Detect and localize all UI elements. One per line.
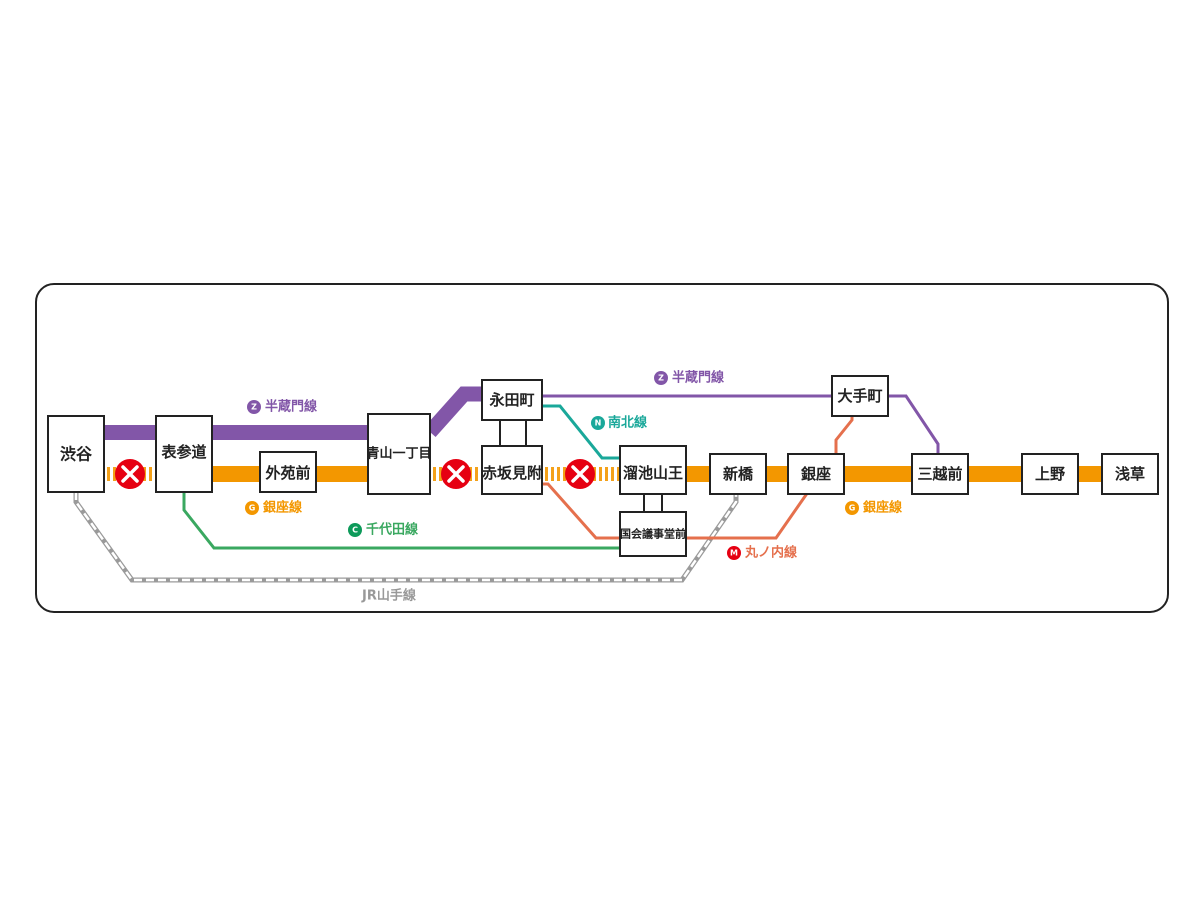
station-mitsukoshimae[interactable]: 三越前 (911, 453, 969, 495)
line-badge-icon (348, 523, 362, 537)
svg-text:新橋: 新橋 (723, 465, 754, 483)
station-omotesando[interactable]: 表参道 (155, 415, 213, 493)
svg-text:銀座線: 銀座線 (863, 500, 903, 516)
svg-text:浅草: 浅草 (1115, 465, 1145, 483)
label-ginza-2: G 銀座線 (845, 500, 903, 516)
station-shimbashi[interactable]: 新橋 (709, 453, 767, 495)
svg-text:表参道: 表参道 (161, 443, 206, 461)
label-jr-yamanote: JR山手線 (361, 588, 417, 604)
station-ginza[interactable]: 銀座 (787, 453, 845, 495)
jr-yamanote-line (73, 492, 739, 583)
label-marunouchi: M 丸ノ内線 (727, 545, 798, 561)
station-tameike-sanno[interactable]: 溜池山王 (619, 445, 687, 495)
line-badge-icon (247, 400, 261, 414)
station-ueno[interactable]: 上野 (1021, 453, 1079, 495)
svg-text:永田町: 永田町 (488, 391, 534, 409)
suspended-icon (565, 459, 595, 489)
suspended-icon (115, 459, 145, 489)
station-kokkai-gijidomae[interactable]: 国会議事堂前 (619, 511, 687, 557)
station-shibuya[interactable]: 渋谷 (47, 415, 105, 493)
namboku-line (542, 404, 620, 460)
svg-text:上野: 上野 (1035, 465, 1065, 483)
station-asakusa[interactable]: 浅草 (1101, 453, 1159, 495)
line-badge-icon (591, 416, 605, 430)
svg-text:Z: Z (658, 374, 664, 383)
chiyoda-line (182, 492, 620, 550)
svg-text:C: C (352, 526, 358, 535)
svg-text:半蔵門線: 半蔵門線 (265, 399, 318, 415)
svg-text:M: M (730, 549, 738, 558)
svg-text:銀座: 銀座 (801, 465, 831, 483)
svg-text:Z: Z (251, 403, 257, 412)
svg-text:G: G (249, 504, 256, 513)
label-ginza-1: G 銀座線 (245, 500, 303, 516)
label-namboku: N 南北線 (591, 415, 648, 431)
svg-text:渋谷: 渋谷 (60, 445, 93, 464)
svg-text:国会議事堂前: 国会議事堂前 (620, 527, 686, 541)
label-hanzomon-1: Z 半蔵門線 (247, 399, 318, 415)
svg-text:半蔵門線: 半蔵門線 (672, 370, 725, 386)
svg-text:外苑前: 外苑前 (264, 464, 310, 482)
station-nagatacho[interactable]: 永田町 (481, 379, 543, 421)
svg-text:溜池山王: 溜池山王 (623, 464, 683, 482)
map-frame (35, 283, 1169, 613)
svg-text:銀座線: 銀座線 (263, 500, 303, 516)
line-badge-icon (654, 371, 668, 385)
label-hanzomon-2: Z 半蔵門線 (654, 370, 725, 386)
svg-text:青山一丁目: 青山一丁目 (366, 446, 431, 462)
station-akasaka-mitsuke[interactable]: 赤坂見附 (481, 445, 543, 495)
svg-text:赤坂見附: 赤坂見附 (482, 464, 542, 482)
svg-text:大手町: 大手町 (837, 387, 882, 405)
station-gaienmae[interactable]: 外苑前 (259, 451, 317, 493)
line-badge-icon (845, 501, 859, 515)
line-badge-icon (727, 546, 741, 560)
suspended-icon (441, 459, 471, 489)
svg-text:南北線: 南北線 (608, 415, 648, 431)
svg-text:G: G (849, 504, 856, 513)
station-aoyama-itchome[interactable]: 青山一丁目 (366, 413, 432, 495)
label-chiyoda: C 千代田線 (348, 522, 419, 538)
svg-text:三越前: 三越前 (917, 465, 962, 483)
svg-text:千代田線: 千代田線 (366, 522, 419, 538)
svg-text:JR山手線: JR山手線 (361, 588, 417, 604)
svg-text:N: N (595, 419, 602, 428)
svg-text:丸ノ内線: 丸ノ内線 (744, 545, 798, 561)
station-otemachi[interactable]: 大手町 (831, 375, 889, 417)
line-badge-icon (245, 501, 259, 515)
